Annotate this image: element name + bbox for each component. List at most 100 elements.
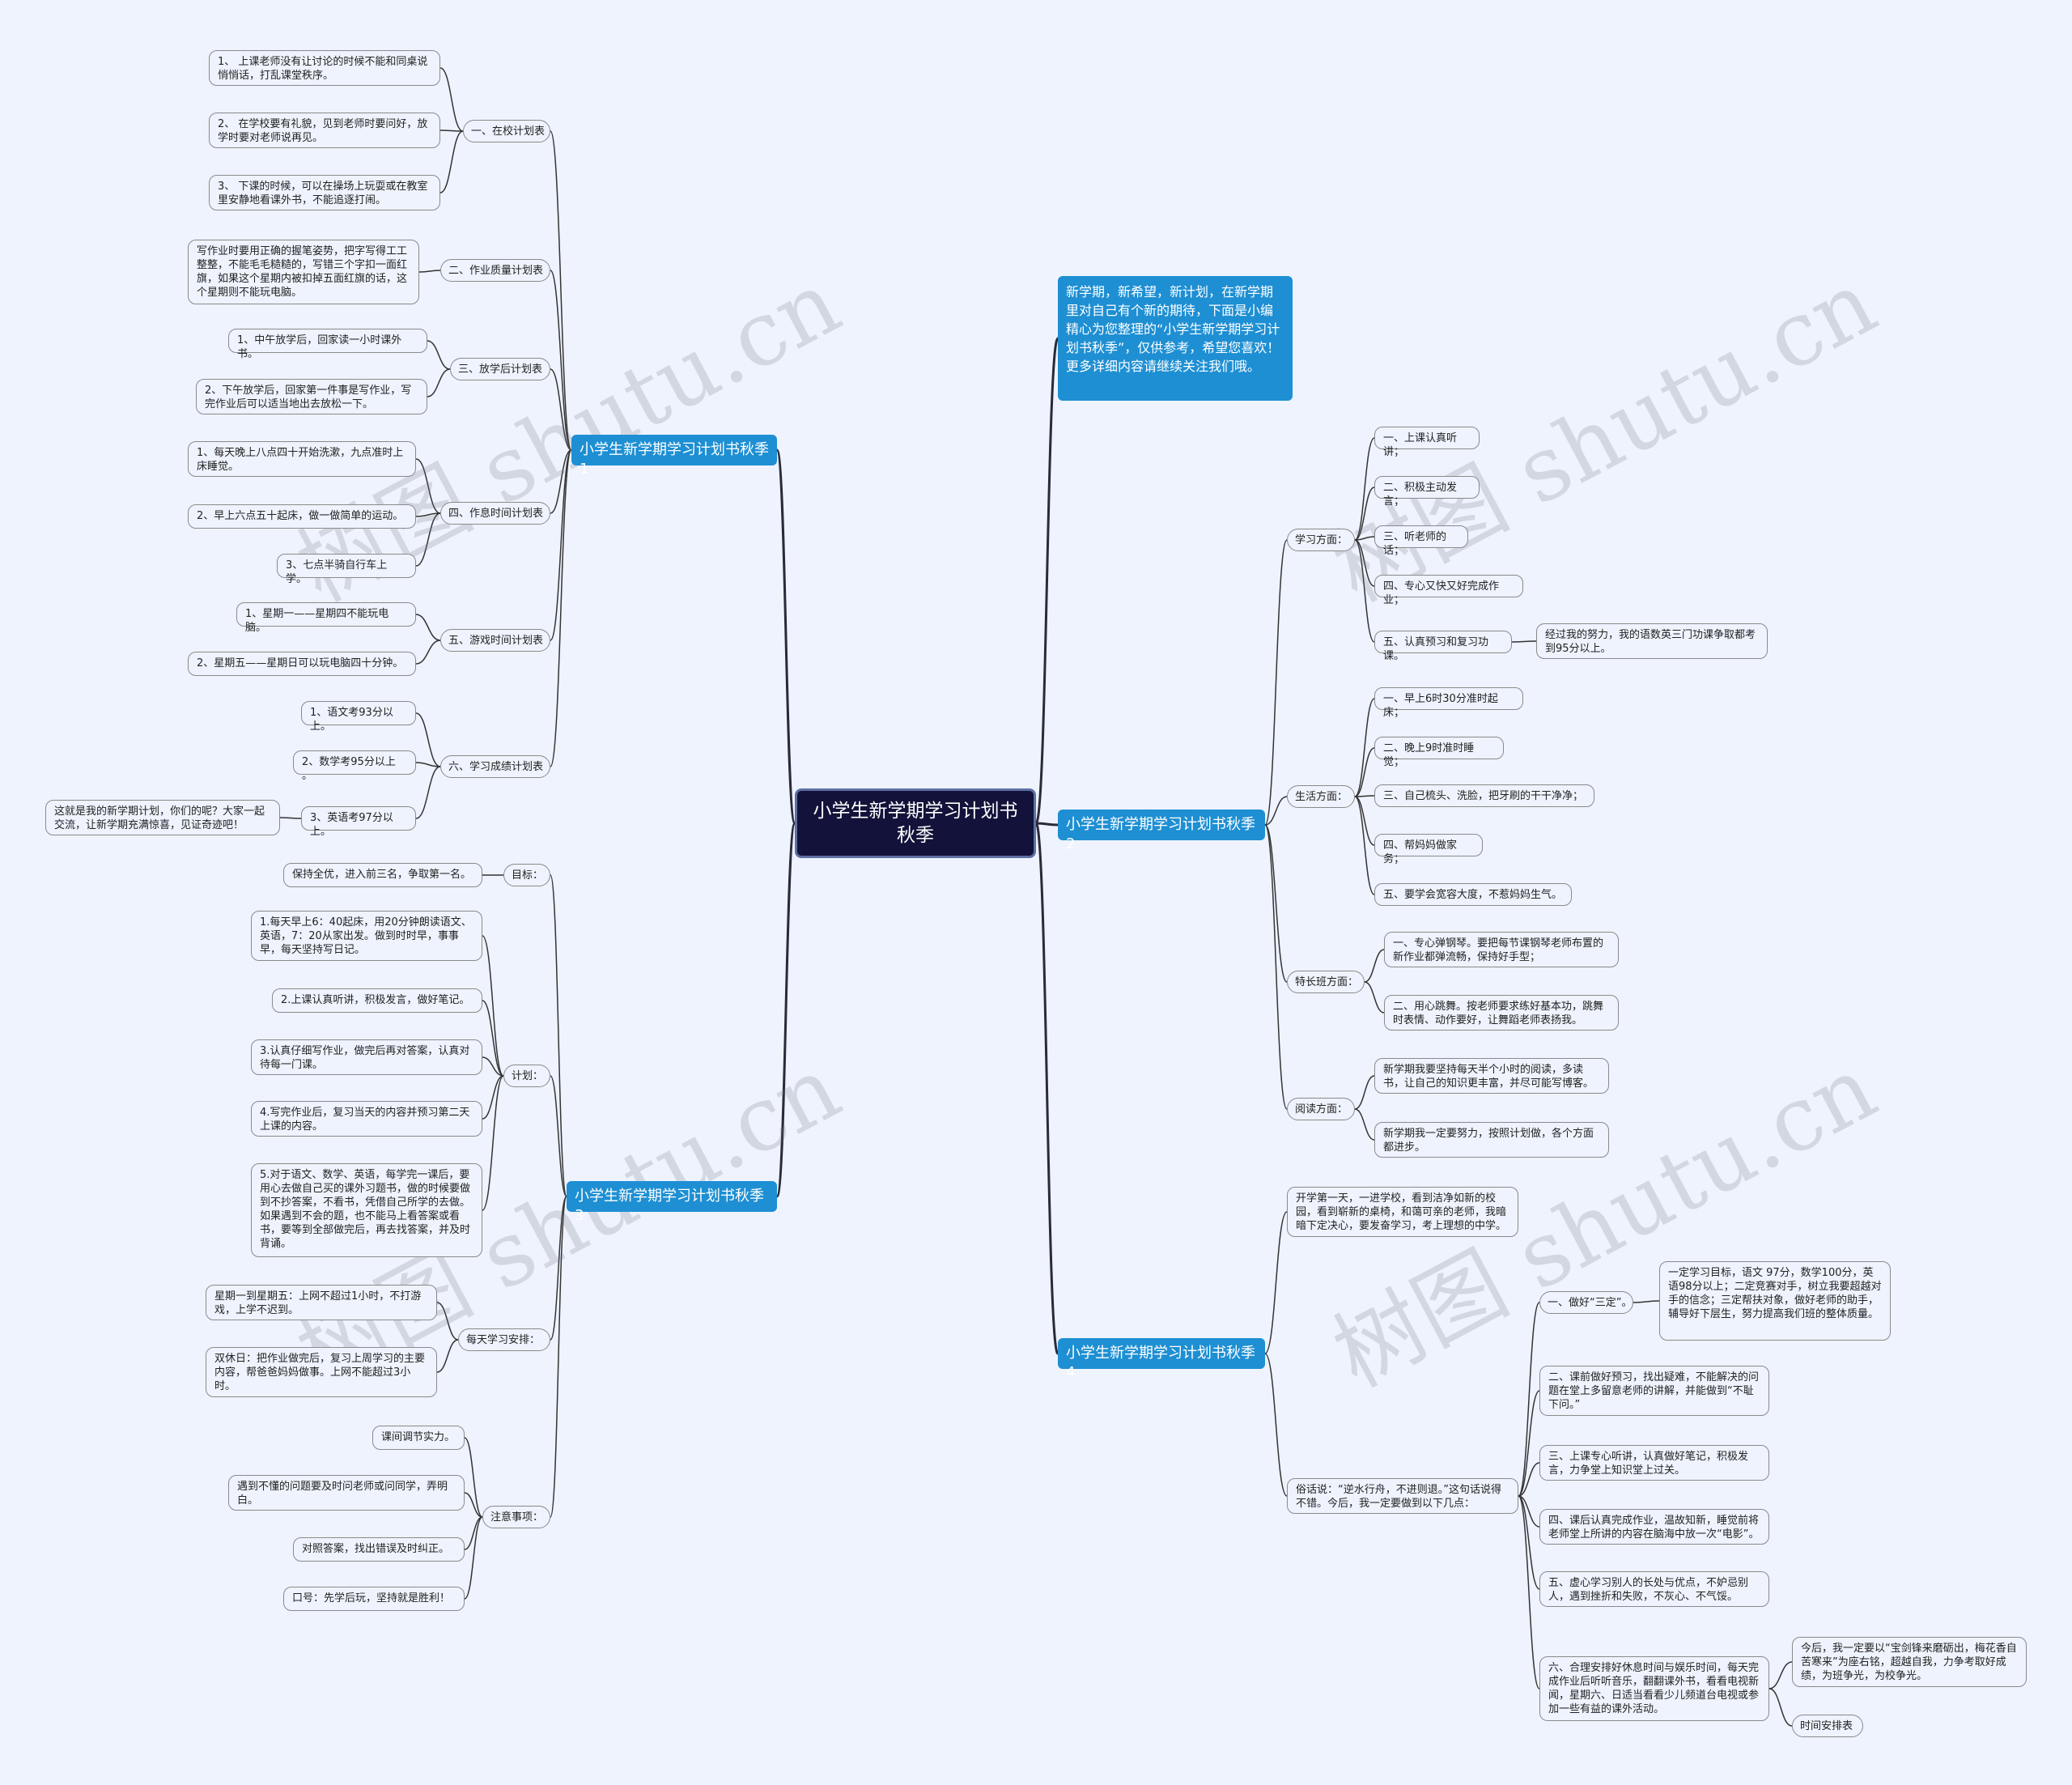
- leaf-node[interactable]: 遇到不懂的问题要及时问老师或问同学，弄明白。: [228, 1475, 465, 1511]
- branch-plan-2[interactable]: 小学生新学期学习计划书秋季2: [1058, 810, 1265, 852]
- leaf-node[interactable]: 口号：先学后玩，坚持就是胜利！: [283, 1587, 465, 1611]
- leaf-node[interactable]: 二、晚上9时准时睡觉；: [1374, 737, 1504, 768]
- connector-line: [1511, 640, 1537, 643]
- leaf-node[interactable]: 2、 在学校要有礼貌，见到老师时要问好，放学时要对老师说再见。: [209, 113, 440, 148]
- leaf-node[interactable]: 2、早上六点五十起床，做一做简单的运动。: [188, 504, 416, 529]
- leaf-node[interactable]: 一、做好“三定”。: [1539, 1291, 1633, 1314]
- leaf-node[interactable]: 五、要学会宽容大度，不惹妈妈生气。: [1374, 883, 1572, 906]
- leaf-node[interactable]: 六、合理安排好休息时间与娱乐时间，每天完成作业后听听音乐，翻翻课外书，看看电视新…: [1539, 1656, 1769, 1721]
- leaf-node[interactable]: 时间安排表: [1792, 1715, 1863, 1737]
- subtopic-notes[interactable]: 注意事项：: [482, 1506, 550, 1528]
- subtopic-homework-plan[interactable]: 二、作业质量计划表: [440, 259, 550, 282]
- leaf-node[interactable]: 四、课后认真完成作业，温故知新，睡觉前将老师堂上所讲的内容在脑海中放一次“电影”…: [1539, 1509, 1769, 1545]
- connector-line: [1354, 1075, 1375, 1110]
- leaf-node[interactable]: 新学期我一定要努力，按照计划做，各个方面都进步。: [1374, 1122, 1609, 1158]
- subtopic-after-school-plan[interactable]: 三、放学后计划表: [450, 358, 550, 380]
- leaf-node[interactable]: 1.每天早上6：40起床，用20分钟朗读语文、英语，7：20从家出发。做到时时早…: [251, 911, 482, 961]
- leaf-node[interactable]: 2、数学考95分以上 。: [293, 750, 416, 782]
- connector-line: [415, 614, 441, 641]
- leaf-node[interactable]: 三、听老师的话；: [1374, 525, 1468, 557]
- subtopic-life[interactable]: 生活方面：: [1287, 785, 1355, 808]
- leaf-node[interactable]: 二、积极主动发言；: [1374, 476, 1480, 508]
- connector-line: [1264, 796, 1288, 826]
- leaf-node[interactable]: 今后，我一定要以“宝剑锋来磨砺出，梅花香自苦寒来”为座右铭，超越自我，力争考取好…: [1792, 1637, 2027, 1687]
- subtopic-goal[interactable]: 目标：: [503, 864, 550, 886]
- leaf-node[interactable]: 1、语文考93分以上。: [301, 701, 416, 733]
- connector-line: [482, 1000, 504, 1077]
- subtopic-game-time-plan[interactable]: 五、游戏时间计划表: [440, 629, 550, 652]
- leaf-node[interactable]: 经过我的努力，我的语数英三门功课争取都考到95分以上。: [1536, 623, 1768, 659]
- subtopic-specialty-class[interactable]: 特长班方面：: [1287, 971, 1365, 993]
- connector-line: [427, 340, 451, 370]
- leaf-node[interactable]: 3、七点半骑自行车上学。: [277, 554, 416, 585]
- connector-line: [1354, 487, 1375, 541]
- branch-plan-4[interactable]: 小学生新学期学习计划书秋季4: [1058, 1338, 1265, 1381]
- connector-line: [436, 1339, 459, 1373]
- leaf-node[interactable]: 三、自己梳头、洗脸，把牙刷的干干净净；: [1374, 784, 1594, 807]
- connector-line: [1354, 536, 1375, 541]
- leaf-node[interactable]: 一定学习目标，语文 97分，数学100分，英语98分以上；二定竞赛对手，树立我要…: [1659, 1261, 1891, 1341]
- subtopic-school-plan[interactable]: 一、在校计划表: [463, 120, 550, 142]
- leaf-node[interactable]: 2.上课认真听讲，积极发言，做好笔记。: [272, 988, 482, 1013]
- leaf-node[interactable]: 二、用心跳舞。按老师要求练好基本功，跳舞时表情、动作要好，让舞蹈老师表扬我。: [1384, 995, 1619, 1031]
- subtopic-grades-plan[interactable]: 六、学习成绩计划表: [440, 755, 550, 778]
- leaf-node[interactable]: 这就是我的新学期计划，你们的呢？大家一起交流，让新学期充满惊喜，见证奇迹吧！: [45, 800, 280, 835]
- connector-line: [415, 512, 441, 567]
- leaf-node[interactable]: 3.认真仔细写作业，做完后再对答案，认真对待每一门课。: [251, 1039, 482, 1075]
- connector-line: [482, 935, 504, 1077]
- leaf-node[interactable]: 二、课前做好预习，找出疑难，不能解决的问题在堂上多留意老师的讲解，并能做到“不耻…: [1539, 1366, 1769, 1416]
- leaf-node[interactable]: 一、上课认真听讲；: [1374, 427, 1480, 458]
- connector-line: [1633, 1300, 1660, 1303]
- branch-plan-1[interactable]: 小学生新学期学习计划书秋季1: [571, 435, 777, 478]
- subtopic-first-day[interactable]: 开学第一天，一进学校，看到洁净如新的校园，看到崭新的桌椅，和蔼可亲的老师，我暗暗…: [1287, 1187, 1518, 1237]
- subtopic-daily-schedule[interactable]: 每天学习安排：: [458, 1328, 550, 1351]
- leaf-node[interactable]: 3、英语考97分以上。: [301, 806, 416, 838]
- subtopic-plan[interactable]: 计划：: [503, 1065, 550, 1087]
- connector-line: [464, 1516, 483, 1600]
- leaf-node[interactable]: 五、虚心学习别人的长处与优点，不妒忌别人，遇到挫折和失败，不灰心、不气馁。: [1539, 1571, 1769, 1607]
- leaf-node[interactable]: 双休日：把作业做完后，复习上周学习的主要内容，帮爸爸妈妈做事。上网不能超过3小时…: [206, 1347, 437, 1397]
- root-topic[interactable]: 小学生新学期学习计划书秋季: [795, 788, 1036, 858]
- leaf-node[interactable]: 5.对于语文、数学、英语，每学完一课后，要用心去做自己买的课外习题书，做的时候要…: [251, 1163, 482, 1257]
- connector-line: [550, 449, 572, 641]
- connector-line: [1264, 539, 1288, 826]
- leaf-node[interactable]: 五、认真预习和复习功课。: [1374, 631, 1512, 662]
- subtopic-study[interactable]: 学习方面：: [1287, 529, 1355, 551]
- connector-line: [1034, 822, 1059, 1355]
- leaf-node[interactable]: 对照答案，找出错误及时纠正。: [293, 1537, 465, 1562]
- leaf-node[interactable]: 一、早上6时30分准时起床；: [1374, 687, 1523, 719]
- connector-line: [415, 762, 441, 767]
- leaf-node[interactable]: 3、 下课的时候，可以在操场上玩耍或在教室里安静地看课外书，不能追逐打闹。: [209, 175, 440, 210]
- leaf-node[interactable]: 1、中午放学后，回家读一小时课外书。: [228, 329, 427, 360]
- leaf-node[interactable]: 2、星期五——星期日可以玩电脑四十分钟。: [188, 652, 416, 676]
- leaf-node[interactable]: 1、星期一——星期四不能玩电脑。: [236, 602, 416, 634]
- leaf-node[interactable]: 4.写完作业后，复习当天的内容并预习第二天上课的内容。: [251, 1101, 482, 1137]
- leaf-node[interactable]: 课间调节实力。: [372, 1426, 465, 1450]
- leaf-node[interactable]: 写作业时要用正确的握笔姿势，把字写得工工整整，不能毛毛糙糙的，写错三个字扣一面红…: [188, 240, 419, 304]
- intro-note[interactable]: 新学期，新希望，新计划，在新学期里对自己有个新的期待，下面是小编精心为您整理的“…: [1058, 276, 1293, 401]
- leaf-node[interactable]: 星期一到星期五：上网不超过1小时，不打游戏，上学不迟到。: [206, 1285, 437, 1320]
- leaf-node[interactable]: 保持全优，进入前三名，争取第一名。: [283, 863, 482, 887]
- connector-line: [550, 130, 572, 451]
- subtopic-saying[interactable]: 俗话说：“逆水行舟，不进则退。”这句话说得不错。今后，我一定要做到以下几点：: [1287, 1478, 1518, 1514]
- connector-line: [415, 458, 441, 514]
- leaf-node[interactable]: 1、每天晚上八点四十开始洗漱，九点准时上床睡觉。: [188, 441, 416, 477]
- leaf-node[interactable]: 2、下午放学后，回家第一件事是写作业，写完作业后可以适当地出去放松一下。: [196, 379, 427, 414]
- subtopic-schedule-plan[interactable]: 四、作息时间计划表: [440, 502, 550, 525]
- connector-line: [550, 449, 572, 767]
- leaf-node[interactable]: 1、 上课老师没有让讨论的时候不能和同桌说悄悄话，打乱课堂秩序。: [209, 50, 440, 86]
- connector-line: [1364, 949, 1385, 983]
- leaf-node[interactable]: 一、专心弹钢琴。要把每节课钢琴老师布置的新作业都弹流畅，保持好手型；: [1384, 932, 1619, 967]
- connector-line: [775, 822, 796, 1198]
- connector-line: [1768, 1661, 1793, 1689]
- leaf-node[interactable]: 三、上课专心听讲，认真做好笔记，积极发言，力争堂上知识堂上过关。: [1539, 1445, 1769, 1481]
- leaf-node[interactable]: 四、专心又快又好完成作业；: [1374, 575, 1523, 606]
- connector-line: [1518, 1495, 1540, 1590]
- branch-plan-3[interactable]: 小学生新学期学习计划书秋季3: [567, 1181, 777, 1224]
- connector-line: [482, 1056, 504, 1077]
- leaf-node[interactable]: 四、帮妈妈做家务；: [1374, 834, 1483, 865]
- leaf-node[interactable]: 新学期我要坚持每天半个小时的阅读，多读书，让自己的知识更丰富，并尽可能写博客。: [1374, 1058, 1609, 1094]
- connector-line: [1264, 824, 1288, 983]
- subtopic-reading[interactable]: 阅读方面：: [1287, 1098, 1355, 1120]
